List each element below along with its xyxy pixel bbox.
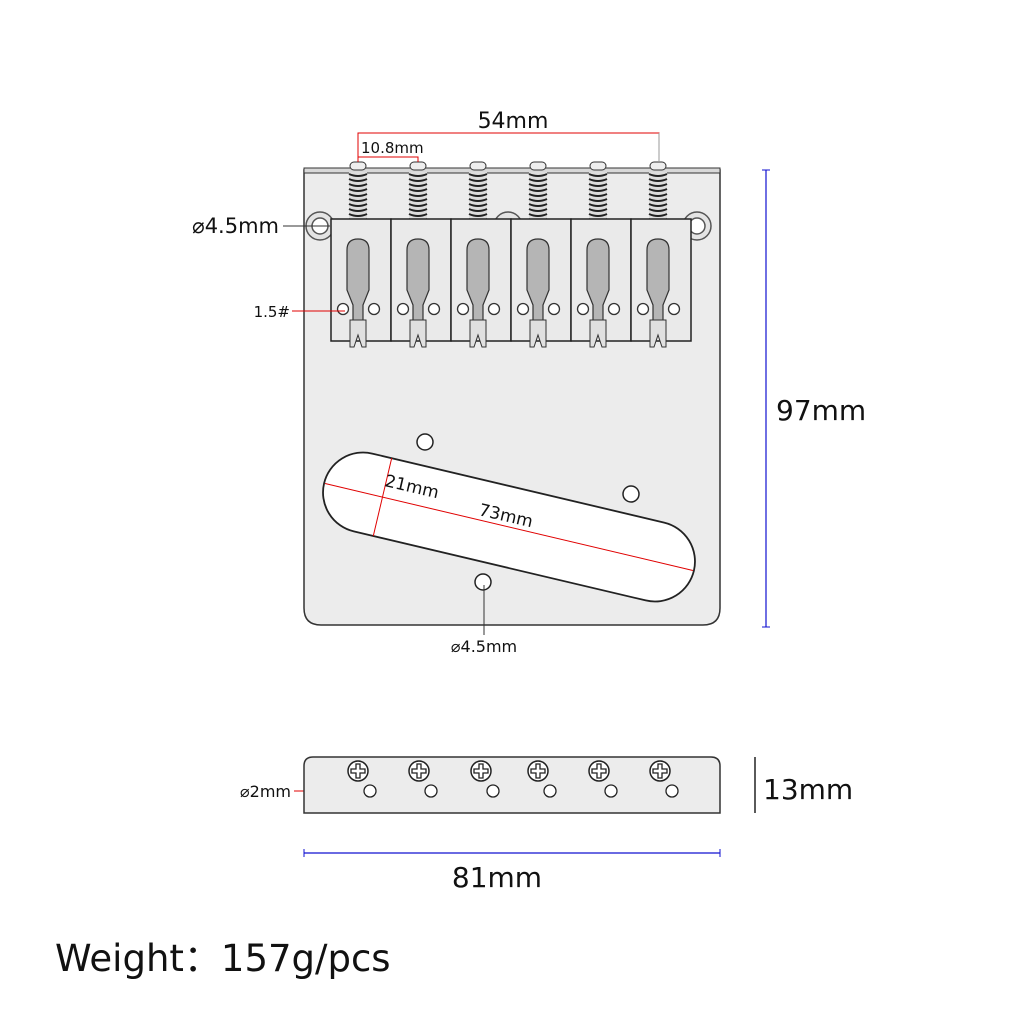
- hex-screw-icon: [427, 302, 441, 316]
- hex-screw-icon: [396, 302, 410, 316]
- height-screw: [589, 319, 607, 348]
- spring-icon: [348, 172, 368, 222]
- phillips-screw-icon: [527, 760, 549, 782]
- string-spacing-total-label: 54mm: [478, 109, 549, 134]
- intonation-screw: [346, 238, 370, 326]
- hex-screw-icon: [487, 302, 501, 316]
- plate-holes: [416, 433, 640, 591]
- plate-width-label: 81mm: [452, 861, 542, 894]
- hex-screw-icon: [636, 302, 650, 316]
- height-screw: [409, 319, 427, 348]
- hex-screw-icon: [547, 302, 561, 316]
- screw-head: [409, 161, 427, 171]
- screw-head: [469, 161, 487, 171]
- string-hole: [424, 784, 438, 798]
- saddles: [330, 161, 692, 348]
- intonation-screw: [646, 238, 670, 326]
- string-hole-label: ⌀2mm: [240, 782, 291, 801]
- hex-screw-icon: [576, 302, 590, 316]
- weight-label: Weight：157g/pcs: [55, 937, 391, 980]
- spring-icon: [588, 172, 608, 222]
- string-hole: [363, 784, 377, 798]
- phillips-screw-icon: [588, 760, 610, 782]
- hex-screw-icon: [336, 302, 350, 316]
- spring-icon: [468, 172, 488, 222]
- bridge-side-view: [303, 756, 721, 814]
- string-hole: [486, 784, 500, 798]
- mount-hole-top-label: ⌀4.5mm: [192, 214, 279, 238]
- spring-icon: [648, 172, 668, 222]
- phillips-screw-icon: [347, 760, 369, 782]
- hex-screw-icon: [667, 302, 681, 316]
- pickup-slot: [322, 451, 696, 603]
- dimension-lines: [283, 132, 770, 857]
- saddle: [510, 161, 572, 348]
- hex-screw-icon: [456, 302, 470, 316]
- intonation-screw: [526, 238, 550, 326]
- saddle: [450, 161, 512, 348]
- height-screw: [529, 319, 547, 348]
- spring-icon: [408, 172, 428, 222]
- string-spacing-label: 10.8mm: [361, 139, 424, 157]
- height-screw: [349, 319, 367, 348]
- phillips-screw-icon: [408, 760, 430, 782]
- side-height-label: 13mm: [763, 773, 853, 806]
- phillips-screw-icon: [470, 760, 492, 782]
- saddle-screw-label: 1.5#: [254, 303, 290, 321]
- saddle: [330, 161, 392, 348]
- screw-head: [529, 161, 547, 171]
- phillips-screw-icon: [649, 760, 671, 782]
- spring-icon: [528, 172, 548, 222]
- intonation-screw: [466, 238, 490, 326]
- hex-screw-icon: [607, 302, 621, 316]
- screw-head: [589, 161, 607, 171]
- screw-head: [349, 161, 367, 171]
- plate-length-label: 97mm: [776, 394, 866, 427]
- hex-screw-icon: [516, 302, 530, 316]
- height-screw: [649, 319, 667, 348]
- string-hole: [604, 784, 618, 798]
- hex-screw-icon: [367, 302, 381, 316]
- saddle: [630, 161, 692, 348]
- height-screw: [469, 319, 487, 348]
- intonation-screw: [586, 238, 610, 326]
- saddle: [570, 161, 632, 348]
- saddle: [390, 161, 452, 348]
- mount-hole-bottom-label: ⌀4.5mm: [451, 637, 517, 656]
- intonation-screw: [406, 238, 430, 326]
- string-hole: [543, 784, 557, 798]
- string-hole: [665, 784, 679, 798]
- screw-head: [649, 161, 667, 171]
